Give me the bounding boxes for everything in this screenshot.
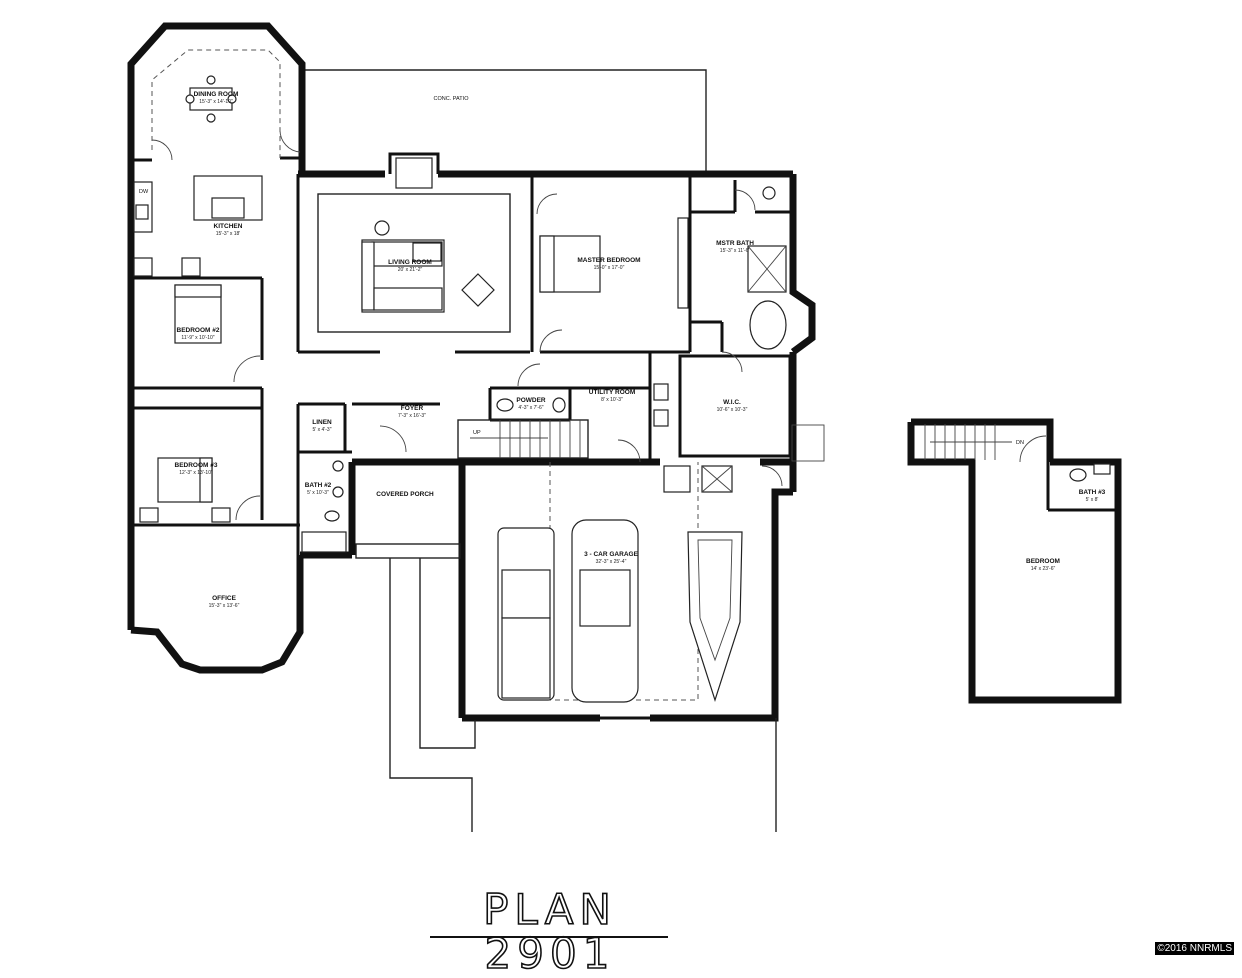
master-bath-dim: 15'-3" x 11'-6" [720, 248, 751, 254]
upper-floor-walls: DN [907, 418, 1122, 704]
bedroom3-label: BEDROOM #3 [175, 462, 218, 469]
office-label: OFFICE [212, 595, 236, 602]
garage-dim: 32'-3" x 25'-4" [596, 559, 627, 565]
bedroom-furniture [139, 235, 601, 523]
dishwasher-label: DW [139, 189, 149, 195]
interior-walls: UP [131, 156, 793, 555]
stair-treads-main [470, 420, 581, 458]
dining-room-dim: 15'-3" x 14'-10" [199, 99, 233, 105]
foyer-dim: 7'-3" x 16'-3" [398, 413, 426, 419]
living-room-dim: 20' x 21'-2" [398, 267, 423, 273]
room-labels: DINING ROOM 15'-3" x 14'-10" KITCHEN 15'… [175, 91, 1106, 609]
utility-room-label: UTILITY ROOM [589, 389, 635, 396]
garage-label: 3 - CAR GARAGE [584, 551, 638, 558]
porch-and-walk [355, 543, 777, 832]
bedroom2-label: BEDROOM #2 [177, 327, 220, 334]
patio-label: CONC. PATIO [434, 96, 470, 102]
patio-outline: CONC. PATIO [299, 69, 707, 175]
hvac-pad [791, 424, 825, 462]
stair-dn-label: DN [1016, 440, 1024, 446]
foyer-label: FOYER [401, 405, 424, 412]
linen-dim: 5' x 4'-3" [313, 427, 332, 433]
covered-porch-label: COVERED PORCH [376, 491, 434, 498]
wic-label: W.I.C. [723, 399, 741, 406]
living-room-furniture [317, 193, 511, 333]
master-bedroom-dim: 15'-0" x 17'-0" [594, 265, 625, 271]
door-swings [151, 129, 783, 521]
utility-room-dim: 8' x 10'-3" [601, 397, 623, 403]
kitchen-label: KITCHEN [214, 223, 243, 230]
wic-dim: 10'-6" x 10'-3" [717, 407, 748, 413]
bath3-dim: 5' x 8' [1086, 497, 1099, 503]
bath3-label: BATH #3 [1079, 489, 1106, 496]
plan-title: PLAN 2901 [482, 885, 617, 978]
bath2-label: BATH #2 [305, 482, 332, 489]
bedroom3-dim: 12'-3" x 13'-10" [179, 470, 213, 476]
living-room-label: LIVING ROOM [388, 259, 432, 266]
master-bedroom-label: MASTER BEDROOM [577, 257, 640, 264]
bath-fixtures [301, 186, 787, 553]
main-exterior-walls [127, 22, 816, 722]
bedroom-upper-label: BEDROOM [1026, 558, 1060, 565]
master-bath-label: MSTR BATH [716, 240, 754, 247]
garage-contents [497, 462, 743, 720]
office-dim: 15'-3" x 13'-6" [209, 603, 240, 609]
kitchen-fixtures: DW [133, 49, 281, 277]
bath2-dim: 5' x 10'-3" [307, 490, 329, 496]
dining-room-label: DINING ROOM [194, 91, 239, 98]
bedroom-upper-dim: 14' x 23'-6" [1031, 566, 1056, 572]
kitchen-dim: 15'-3" x 18' [216, 231, 241, 237]
powder-label: POWDER [516, 397, 546, 404]
bedroom2-dim: 11'-9" x 10'-10" [181, 335, 214, 341]
stair-treads-upper [924, 424, 1012, 460]
copyright-badge: ©2016 NNRMLS [1155, 942, 1234, 955]
stair-up-label: UP [473, 430, 481, 436]
title-underline [430, 936, 668, 938]
linen-label: LINEN [312, 419, 332, 426]
powder-dim: 4'-3" x 7'-6" [518, 405, 543, 411]
